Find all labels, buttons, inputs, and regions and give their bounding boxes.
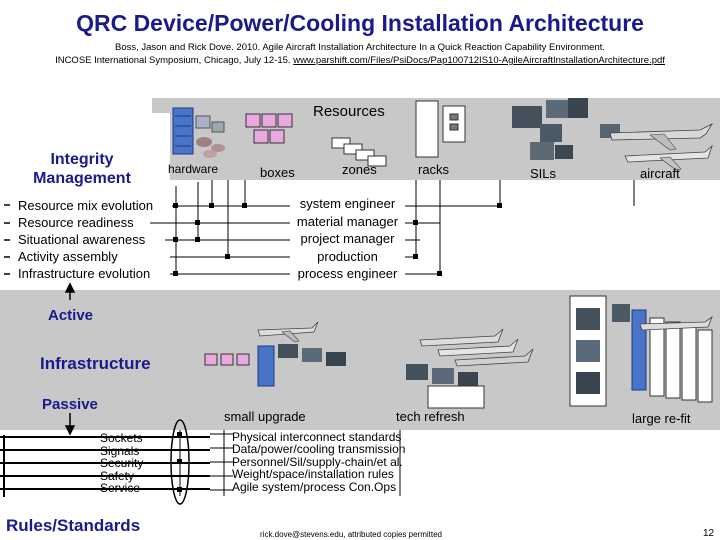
rule-item: Personnel/Sil/supply-chain/et al. bbox=[232, 454, 403, 469]
page-number: 12 bbox=[703, 528, 715, 539]
active-label: Active bbox=[48, 307, 94, 324]
citation-url[interactable]: www.parshift.com/Files/PsiDocs/Pap100712… bbox=[293, 55, 665, 66]
rules-nodes bbox=[177, 432, 182, 492]
rules-bundle-ellipse bbox=[170, 419, 190, 505]
boxes-icon bbox=[245, 113, 293, 144]
integrity-connectors bbox=[150, 180, 635, 275]
tech-refresh-scene bbox=[406, 328, 534, 409]
integrity-function-item: Infrastructure evolution bbox=[18, 266, 151, 281]
integrity-function-item: Situational awareness bbox=[18, 232, 146, 247]
footer-attribution: rick.dove@stevens.edu, attributed copies… bbox=[260, 530, 442, 539]
hardware-parts-icon bbox=[195, 115, 225, 158]
passive-label: Passive bbox=[42, 396, 98, 413]
role-item: production bbox=[317, 248, 378, 264]
resource-column-racks: racks bbox=[418, 162, 450, 177]
zones-icon bbox=[331, 137, 387, 167]
passive-item: Signals bbox=[100, 443, 140, 458]
situation-large-refit: large re-fit bbox=[632, 411, 691, 426]
passive-item: Security bbox=[100, 456, 144, 471]
rule-item: Physical interconnect standards bbox=[232, 430, 402, 444]
situation-small-upgrade: small upgrade bbox=[224, 409, 306, 424]
small-upgrade-scene bbox=[204, 321, 346, 387]
resources-banner-left-notch bbox=[152, 98, 172, 113]
rules-items-list: Physical interconnect standards Data/pow… bbox=[232, 431, 405, 493]
passive-item: Service bbox=[100, 481, 141, 496]
rule-item: Weight/space/installation rules bbox=[232, 467, 394, 482]
integrity-function-item: Activity assembly bbox=[18, 249, 118, 264]
integrity-management-title: Integrity Management bbox=[33, 151, 131, 187]
integrity-function-list: Resource mix evolution Resource readines… bbox=[18, 197, 153, 282]
infrastructure-title: Infrastructure bbox=[40, 354, 151, 373]
resource-column-sils: SILs bbox=[530, 166, 557, 181]
large-refit-scene bbox=[569, 295, 713, 407]
passive-item: Safety bbox=[100, 468, 135, 483]
role-item: material manager bbox=[296, 213, 399, 229]
citation-line-1: Boss, Jason and Rick Dove. 2010. Agile A… bbox=[114, 42, 606, 53]
rules-connectors bbox=[179, 430, 401, 496]
role-item: process engineer bbox=[297, 266, 398, 281]
racks-icon bbox=[415, 100, 466, 158]
passive-arrow-icon bbox=[64, 413, 76, 436]
hardware-rack-icon bbox=[172, 107, 194, 155]
aircraft-icon bbox=[609, 123, 714, 171]
role-item: project manager bbox=[300, 231, 395, 246]
passive-items-list: Sockets Signals Security Safety Service bbox=[100, 432, 143, 495]
role-item: system engineer bbox=[299, 196, 396, 211]
connector-nodes bbox=[173, 203, 502, 276]
situation-tech-refresh: tech refresh bbox=[396, 409, 465, 424]
integrity-list-ticks bbox=[4, 204, 10, 275]
resource-column-aircraft: aircraft bbox=[640, 166, 680, 181]
resource-column-zones: zones bbox=[342, 162, 377, 177]
resources-title: Resources bbox=[313, 103, 385, 120]
resource-column-hardware: hardware bbox=[168, 162, 219, 176]
sils-photos-icon bbox=[512, 98, 620, 160]
integrity-function-item: Resource readiness bbox=[18, 215, 134, 230]
rules-standards-title: Rules/Standards bbox=[6, 516, 141, 535]
citation-line-2: INCOSE International Symposium, Chicago,… bbox=[0, 55, 720, 66]
integrity-roles-list: system engineer material manager project… bbox=[290, 195, 405, 283]
rules-bus bbox=[0, 435, 210, 497]
resource-column-boxes: boxes bbox=[260, 165, 295, 180]
rule-item: Agile system/process Con.Ops bbox=[232, 479, 397, 494]
passive-item: Sockets bbox=[100, 431, 143, 445]
active-arrow-icon bbox=[64, 282, 76, 300]
integrity-function-item: Resource mix evolution bbox=[18, 198, 154, 213]
citation-prefix: INCOSE International Symposium, Chicago,… bbox=[55, 55, 294, 66]
slide-title: QRC Device/Power/Cooling Installation Ar… bbox=[76, 10, 644, 36]
rule-item: Data/power/cooling transmission bbox=[232, 442, 406, 457]
